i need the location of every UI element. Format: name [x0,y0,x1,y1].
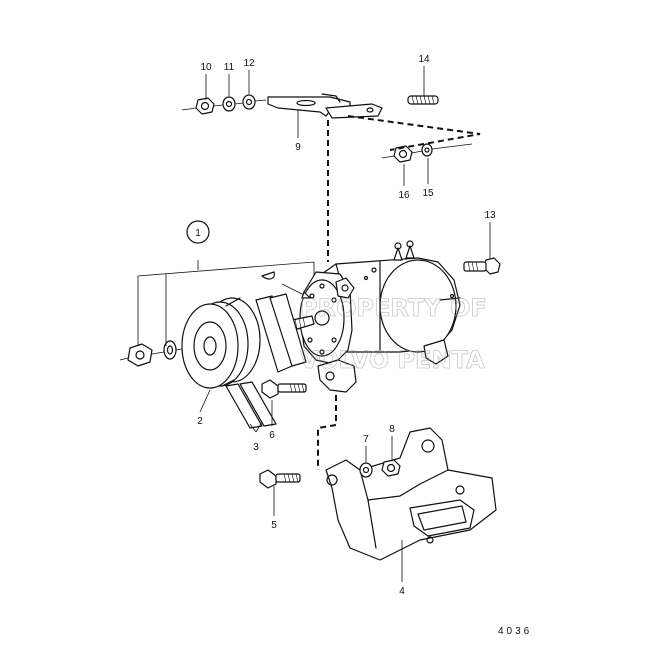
washer-7 [359,462,373,478]
bolt-5 [259,469,301,489]
drawing-reference: 4036 [498,626,532,637]
callout-1-circle [186,220,210,244]
pulley [181,297,261,389]
callout-5: 5 [271,520,277,531]
callout-10: 10 [200,62,212,73]
callout-11: 11 [224,62,235,73]
callout-16: 16 [398,190,410,201]
shaft-nut [127,343,153,367]
callout-3: 3 [253,442,259,453]
callout-1: 1 [195,228,201,239]
v-belts [225,293,307,429]
upper-bracket [267,93,383,119]
watermark-line-1: PROPERTY OF [300,294,487,322]
callout-13: 13 [484,210,496,221]
watermark: PROPERTY OF VOLVO PENTA [300,294,488,375]
watermark-line-2: VOLVO PENTA [300,346,485,374]
callout-2: 2 [197,416,203,427]
assembly-line-bottom [317,385,337,470]
callout-14: 14 [418,54,430,65]
callout-labels: 1 2 3 4 5 6 7 8 9 10 11 12 13 14 15 16 [195,54,496,597]
woodruff-key [261,271,275,280]
callout-4: 4 [399,586,405,597]
callout-15: 15 [422,188,434,199]
leader-lines [199,66,491,582]
callout-9: 9 [295,142,301,153]
washer-top-b [242,94,256,110]
nut-8 [381,459,401,477]
nut-top [195,97,215,115]
lower-bracket [325,427,497,561]
group-bracket [137,260,315,346]
washer-top-a [222,96,236,112]
assembly-line-right [347,115,481,151]
callout-8: 8 [389,424,395,435]
generator [291,240,461,393]
callout-7: 7 [363,434,369,445]
callout-6: 6 [269,430,275,441]
callout-12: 12 [243,58,255,69]
bolt-13 [463,257,501,275]
stud [407,95,439,105]
bolt-6 [261,379,307,399]
washer-right [421,143,433,157]
nut-right [393,145,413,163]
ear-pointer [281,283,307,297]
